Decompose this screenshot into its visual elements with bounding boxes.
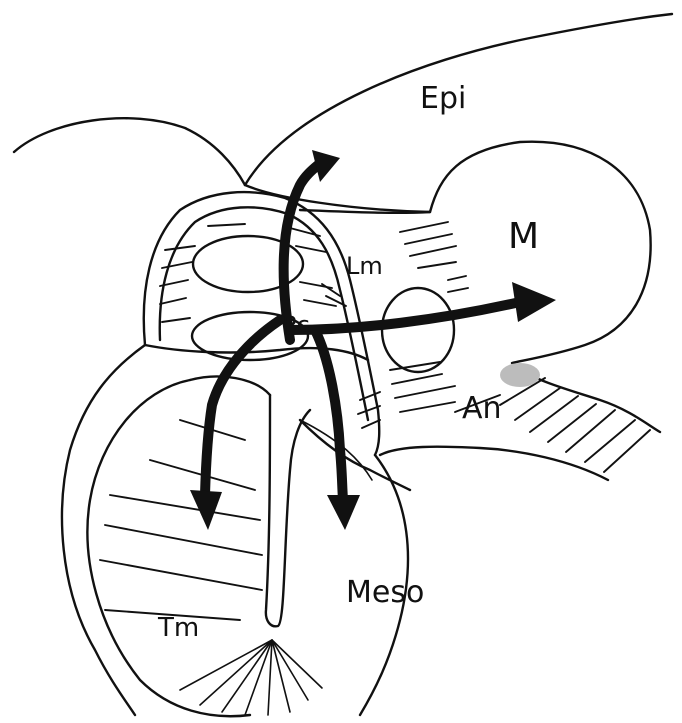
label-meso: Meso (346, 575, 424, 610)
capsule-base (145, 345, 368, 360)
right-ellipse (382, 288, 454, 372)
stem-connector (190, 376, 270, 395)
label-lm: Lm (346, 252, 383, 280)
an-shaded-spot (500, 363, 540, 387)
tm-inner-contour (266, 395, 310, 626)
process-flap (300, 420, 410, 490)
label-an: An (462, 391, 502, 426)
tm-hatching (100, 420, 262, 620)
label-tm: Tm (157, 613, 199, 643)
m-region-contour (245, 142, 660, 432)
m-lower-contour (380, 447, 608, 480)
label-pc: Pc (282, 311, 310, 339)
arrow-down-right (315, 330, 360, 530)
label-epi: Epi (420, 81, 466, 116)
left-upper-lobe-contour (14, 118, 245, 185)
label-m: M (508, 216, 539, 257)
capsule-hatching (160, 224, 336, 322)
lm-hatching (322, 222, 468, 306)
tm-radiating-lines (180, 640, 322, 715)
